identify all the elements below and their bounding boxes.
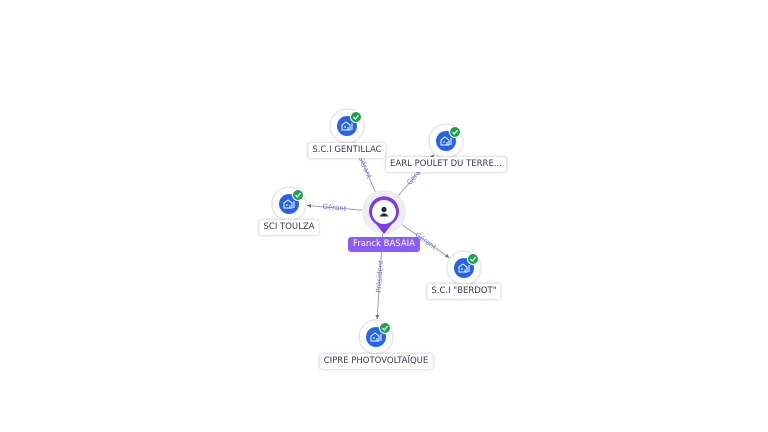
verified-badge-icon	[467, 253, 479, 265]
edge-label-sci-toulza: Gérant	[322, 203, 347, 213]
company-label-cipre[interactable]: CIPRE PHOTOVOLTAÏQUE	[319, 354, 433, 369]
company-node-cipre[interactable]	[358, 319, 394, 355]
person-label[interactable]: Franck BASAIA	[348, 237, 420, 252]
verified-badge-icon	[379, 322, 391, 334]
verified-badge-icon	[350, 111, 362, 123]
company-node-sci-berdot[interactable]	[446, 250, 482, 286]
building-icon	[283, 199, 295, 209]
edge-label-cipre: Président	[375, 260, 385, 293]
company-label-sci-gentillac[interactable]: S.C.I GENTILLAC	[308, 143, 386, 158]
person-node[interactable]	[362, 190, 406, 234]
building-icon	[440, 136, 452, 146]
verified-badge-icon	[292, 189, 304, 201]
building-icon	[341, 121, 353, 131]
verified-badge-icon	[449, 126, 461, 138]
company-label-sci-berdot[interactable]: S.C.I "BERDOT"	[427, 284, 501, 299]
edge-sci-toulza	[306, 205, 363, 211]
company-label-earl-poulet[interactable]: EARL POULET DU TERRE...	[386, 157, 506, 172]
edge-arrow	[444, 253, 450, 258]
company-node-sci-gentillac[interactable]	[329, 108, 365, 144]
company-label-sci-toulza[interactable]: SCI TOULZA	[259, 220, 319, 235]
company-node-earl-poulet[interactable]	[428, 123, 464, 159]
edge-arrow	[375, 314, 380, 320]
edge-label-sci-gentillac: Gérant	[356, 155, 373, 181]
building-icon	[370, 332, 382, 342]
person-icon	[379, 206, 389, 217]
building-icon	[458, 263, 470, 273]
edge-arrow	[306, 203, 312, 208]
edge-sci-berdot	[401, 224, 450, 259]
company-node-sci-toulza[interactable]	[271, 186, 307, 222]
